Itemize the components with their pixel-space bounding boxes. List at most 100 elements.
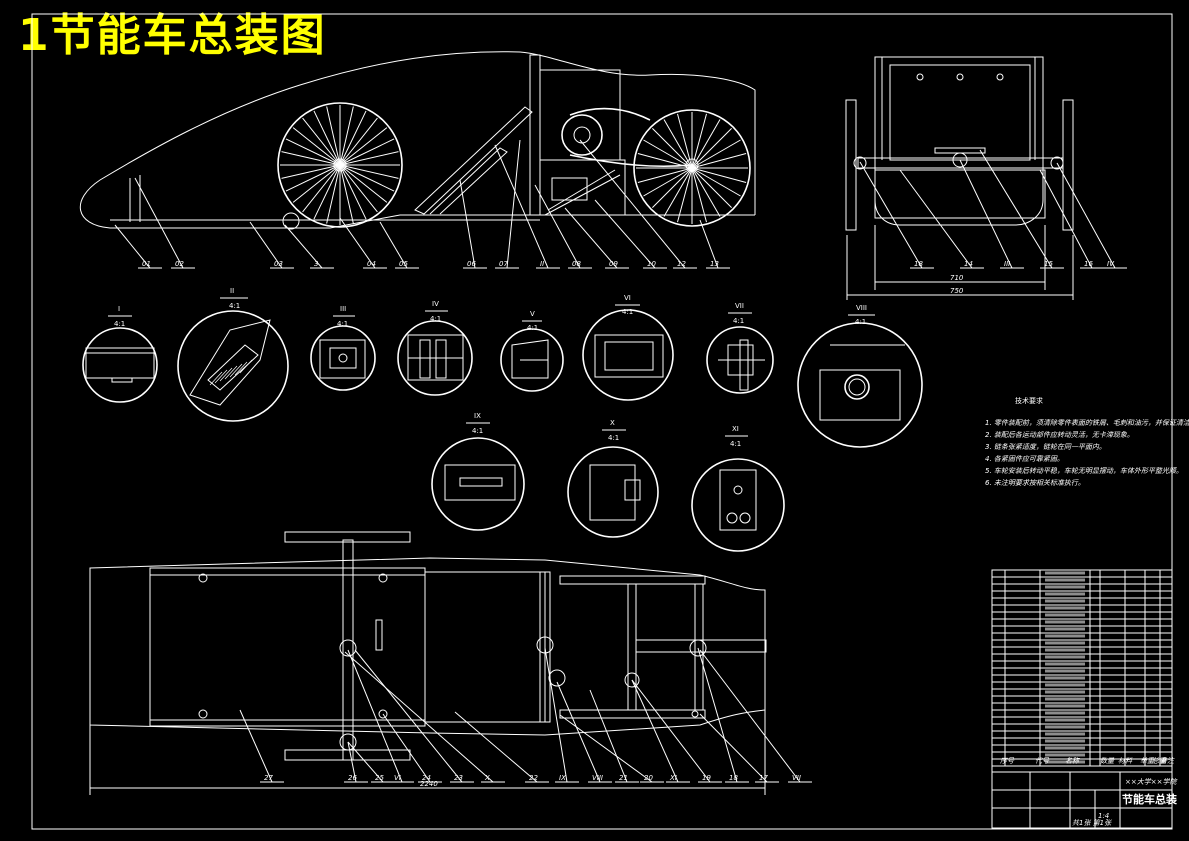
drawing-name: 节能车总装 [1122, 792, 1177, 806]
side-body-shell [79, 51, 756, 229]
rear-shell [874, 56, 1044, 226]
rear-balloon: 16 [1084, 260, 1093, 268]
rear-wheel [633, 109, 751, 227]
tech-item: 3. 链条张紧适度，链轮在同一平面内。 [985, 443, 1106, 451]
top-balloon: 26 [348, 774, 357, 782]
top-cabin [149, 567, 426, 727]
detail-id: XI [732, 425, 739, 433]
detail-I: I 4:1 [82, 305, 158, 403]
top-balloon: 17 [759, 774, 768, 782]
detail-id: X [610, 419, 615, 427]
bom-header-seq: 序号 [1000, 757, 1015, 765]
side-balloon: 05 [399, 260, 408, 268]
side-balloon: 07 [499, 260, 508, 268]
detail-scale: 4:1 [855, 318, 866, 326]
side-balloon: 04 [367, 260, 376, 268]
top-balloon: 20 [644, 774, 653, 782]
top-balloon: VII [792, 774, 801, 782]
side-balloon: II [540, 260, 544, 268]
detail-id: II [230, 287, 234, 295]
side-balloon: 13 [710, 260, 719, 268]
drawing-title: 1节能车总装图 [18, 10, 327, 61]
detail-id: VIII [856, 304, 867, 312]
drive-chain [569, 107, 691, 168]
top-body-outline [89, 557, 766, 736]
top-balloon: 18 [729, 774, 738, 782]
detail-scale: 4:1 [337, 320, 348, 328]
bom-header-name: 名称 [1065, 757, 1080, 765]
side-balloon: 08 [572, 260, 581, 268]
rear-balloon: III [1004, 260, 1010, 268]
side-balloon: 06 [467, 260, 476, 268]
top-seat-area [424, 571, 546, 723]
top-balloon: 21 [619, 774, 628, 782]
top-balloon: 24 [422, 774, 431, 782]
rear-balloon: 18 [914, 260, 923, 268]
seat-strut [429, 147, 508, 215]
top-balloon: VI [394, 774, 401, 782]
front-wheel-top [284, 531, 411, 543]
rear-rail-top [559, 575, 706, 585]
hub-detail-IX [548, 669, 566, 687]
side-balloon: 03 [274, 260, 283, 268]
detail-II: II 4:1 [177, 287, 289, 422]
detail-IX: IX 4:1 [431, 412, 525, 531]
detail-X: X 4:1 [567, 419, 659, 538]
detail-scale: 4:1 [527, 324, 538, 332]
detail-scale: 4:1 [608, 434, 619, 442]
detail-XI: XI 4:1 [691, 425, 785, 552]
side-balloon: 02 [175, 260, 184, 268]
detail-id: V [530, 310, 535, 318]
detail-id: VI [624, 294, 631, 302]
bom-header-code: 代号 [1035, 757, 1050, 765]
side-balloon: 12 [677, 260, 686, 268]
detail-id: IX [474, 412, 481, 420]
drawing-scale: 1:4 [1098, 812, 1109, 820]
detail-id: VII [735, 302, 744, 310]
bom-header-w2: 总重 [1152, 757, 1167, 765]
drawing-sheet-count: 共1张 第1张 [1072, 819, 1112, 827]
detail-VIII: VIII 4:1 [797, 304, 923, 448]
top-dim-2240: 2240 [420, 780, 438, 788]
detail-scale: 4:1 [472, 427, 483, 435]
tech-requirements: 技术要求 1. 零件装配前，须清除零件表面的铁屑、毛刺和油污，并保证清洁无异物。… [985, 396, 1189, 487]
tech-item: 2. 装配后各运动部件应转动灵活，无卡滞现象。 [985, 431, 1134, 439]
rear-lower-box [874, 169, 1046, 219]
detail-id: I [118, 305, 120, 313]
top-balloon: 22 [529, 774, 538, 782]
detail-views: I 4:1 II 4:1 III 4: [82, 287, 923, 552]
top-balloon: 27 [264, 774, 273, 782]
tech-heading: 技术要求 [1015, 396, 1043, 405]
detail-scale: 4:1 [622, 308, 633, 316]
tech-item: 6. 未注明要求按相关标准执行。 [985, 479, 1085, 487]
detail-id: IV [432, 300, 439, 308]
top-balloon: X [484, 774, 490, 782]
detail-III: III 4:1 [310, 305, 376, 391]
sheet-border [31, 13, 1173, 830]
detail-IV: IV 4:1 [397, 300, 473, 396]
school-name: ××大学××学院 [1125, 778, 1177, 786]
bom-header-qty: 数量 [1100, 757, 1115, 765]
top-balloon: VIII [592, 774, 603, 782]
detail-VII: VII 4:1 [706, 302, 774, 394]
small-wheel [282, 212, 300, 230]
seat-back [414, 106, 533, 215]
gearbox-box [539, 159, 626, 216]
detail-VI: VI 4:1 [582, 294, 674, 401]
top-balloon: 23 [454, 774, 463, 782]
rear-balloon: 14 [964, 260, 973, 268]
rear-wheel-right [1062, 99, 1074, 231]
side-balloon: 10 [647, 260, 656, 268]
tech-item: 5. 车轮安装后转动平稳，车轮无明显摆动，车体外形平整光顺。 [985, 467, 1183, 475]
rear-balloon: 15 [1044, 260, 1053, 268]
rear-axle-top [635, 639, 767, 653]
front-wheel [277, 102, 403, 228]
top-balloon: XI [669, 774, 677, 782]
rear-dim-710: 710 [950, 274, 964, 282]
bom-header-w1: 单重 [1140, 757, 1155, 765]
tech-item: 1. 零件装配前，须清除零件表面的铁屑、毛刺和油污，并保证清洁无异物。 [985, 419, 1189, 427]
